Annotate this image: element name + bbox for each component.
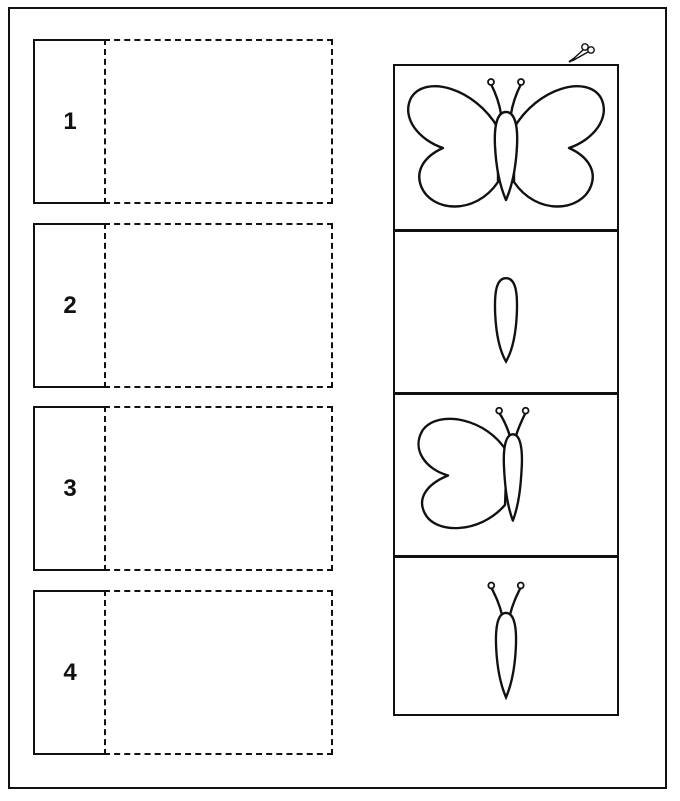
butterfly-body-antennae-icon — [395, 558, 617, 718]
step-number-3: 3 — [33, 406, 105, 571]
card-full-butterfly[interactable] — [395, 66, 617, 229]
card-butterfly-body-antennae[interactable] — [395, 555, 617, 718]
scissors-icon — [566, 42, 596, 64]
full-butterfly-icon — [395, 66, 617, 229]
paste-area-3[interactable] — [104, 406, 333, 571]
cutout-strip — [393, 64, 619, 716]
paste-area-2[interactable] — [104, 223, 333, 388]
card-butterfly-body[interactable] — [395, 229, 617, 392]
paste-area-4[interactable] — [104, 590, 333, 755]
step-number-2: 2 — [33, 223, 105, 388]
butterfly-body-icon — [395, 232, 617, 392]
card-butterfly-half-wing[interactable] — [395, 392, 617, 555]
step-number-4: 4 — [33, 590, 105, 755]
step-number-1: 1 — [33, 39, 105, 204]
paste-area-1[interactable] — [104, 39, 333, 204]
butterfly-half-wing-icon — [395, 395, 617, 555]
